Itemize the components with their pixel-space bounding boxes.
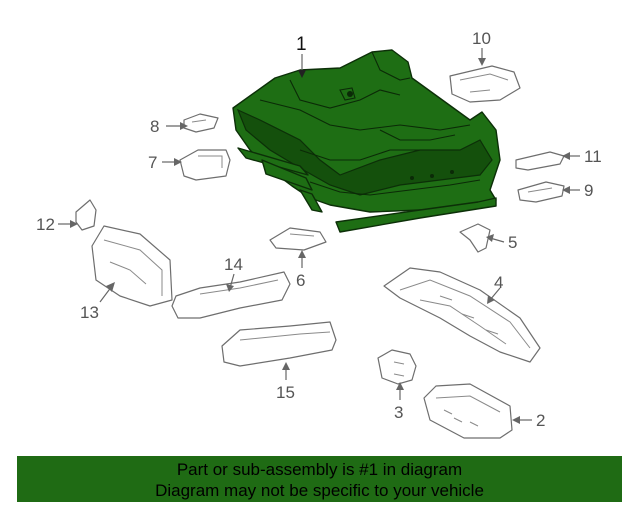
part-1-seat-frame[interactable] [232, 49, 501, 233]
callout-10: 10 [472, 29, 491, 48]
part-2-control-module[interactable] [423, 383, 513, 439]
part-13-front-cover[interactable] [91, 225, 173, 307]
part-11-trim[interactable] [515, 151, 565, 171]
callout-15: 15 [276, 383, 295, 402]
callout-6: 6 [296, 271, 305, 290]
part-3-connector[interactable] [377, 349, 417, 385]
part-6-bracket[interactable] [269, 227, 327, 251]
callout-2: 2 [536, 411, 545, 430]
callout-7: 7 [148, 153, 157, 172]
banner-line-1: Part or sub-assembly is #1 in diagram [176, 460, 463, 479]
callout-12: 12 [36, 215, 55, 234]
callout-14: 14 [224, 255, 243, 274]
callout-1: 1 [296, 34, 307, 55]
leader-lines [58, 48, 580, 424]
part-10-cover[interactable] [449, 65, 521, 103]
callout-11: 11 [584, 147, 602, 166]
banner-line-2: Diagram may not be specific to your vehi… [155, 481, 484, 500]
callout-5: 5 [508, 233, 517, 252]
info-banner: Part or sub-assembly is #1 in diagram Di… [17, 456, 622, 502]
part-14-side-trim[interactable] [171, 271, 291, 319]
part-7-bracket[interactable] [179, 149, 231, 181]
callout-8: 8 [150, 117, 159, 136]
part-15-cover[interactable] [221, 321, 337, 367]
callout-4: 4 [494, 273, 503, 292]
callout-13: 13 [80, 303, 99, 322]
exploded-parts-diagram: 1 10 8 7 11 9 12 14 13 6 5 4 15 3 2 [36, 29, 602, 439]
part-12-clip[interactable] [75, 199, 97, 231]
part-8-clip[interactable] [183, 113, 219, 133]
callout-9: 9 [584, 181, 593, 200]
part-5-clip[interactable] [459, 223, 491, 253]
part-4-rail-assembly[interactable] [383, 267, 541, 363]
callout-3: 3 [394, 403, 403, 422]
part-9-bracket[interactable] [517, 181, 565, 203]
